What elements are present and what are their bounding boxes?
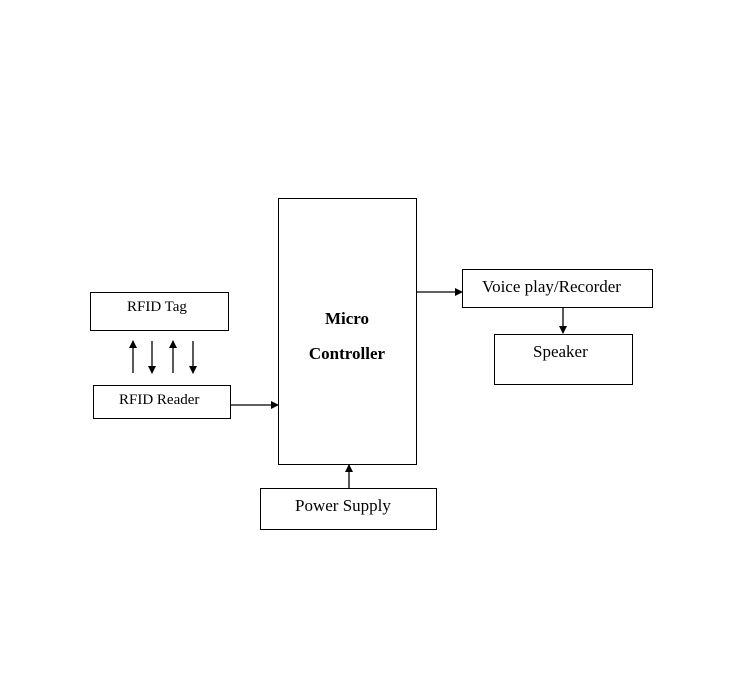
power-supply-label: Power Supply [295,496,391,515]
voice-play-recorder-box: Voice play/Recorder [462,269,653,308]
speaker-box: Speaker [494,334,633,385]
rfid-tag-box: RFID Tag [90,292,229,331]
tag-reader-link [129,340,197,374]
micro-controller-label-line1: Micro [324,309,370,328]
micro-controller-label-line2: Controller [308,344,386,363]
power-supply-box: Power Supply [260,488,437,530]
rfid-reader-box: RFID Reader [93,385,231,419]
rfid-reader-label: RFID Reader [119,392,200,408]
rfid-tag-label: RFID Tag [127,299,187,315]
micro-controller-box [278,198,417,465]
voice-play-recorder-label: Voice play/Recorder [482,277,621,296]
speaker-label: Speaker [533,342,588,361]
